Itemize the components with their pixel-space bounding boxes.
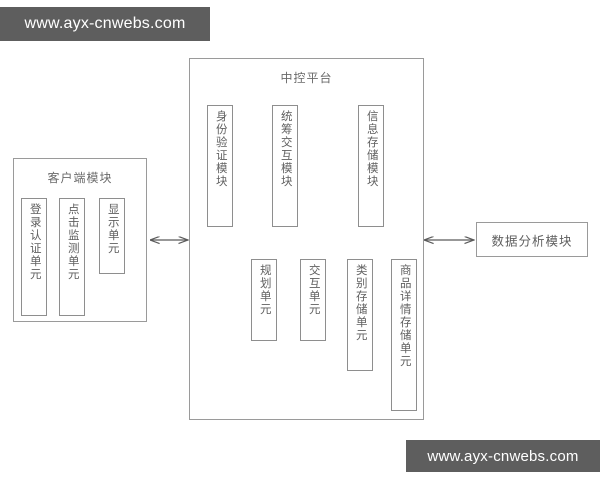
watermark-bottom: www.ayx-cnwebs.com <box>406 440 600 472</box>
control-platform-title: 中控平台 <box>280 71 333 85</box>
platform-module-information-storage[interactable]: 信息存储模块 <box>358 105 384 227</box>
platform-subunit-category-storage[interactable]: 类别存储单元 <box>347 259 373 371</box>
platform-module-information-storage-label: 信息存储模块 <box>365 110 378 188</box>
platform-subunit-planning-label: 规划单元 <box>258 264 271 316</box>
platform-subunit-product-detail-storage-label: 商品详情存储单元 <box>398 264 411 368</box>
platform-module-identity-verification[interactable]: 身份验证模块 <box>207 105 233 227</box>
platform-subunit-planning[interactable]: 规划单元 <box>251 259 277 341</box>
client-unit-login-auth[interactable]: 登录认证单元 <box>21 198 47 316</box>
client-module-title: 客户端模块 <box>47 171 113 185</box>
client-unit-login-auth-label: 登录认证单元 <box>28 203 41 281</box>
client-unit-click-monitor-label: 点击监测单元 <box>66 203 79 281</box>
platform-subunit-interaction-label: 交互单元 <box>307 264 320 316</box>
platform-module-coordination-interaction-label: 统筹交互模块 <box>279 110 292 188</box>
platform-subunit-product-detail-storage[interactable]: 商品详情存储单元 <box>391 259 417 411</box>
client-unit-display-label: 显示单元 <box>106 203 119 255</box>
platform-module-identity-verification-label: 身份验证模块 <box>214 110 227 188</box>
data-analysis-module[interactable]: 数据分析模块 <box>476 222 588 257</box>
watermark-top: www.ayx-cnwebs.com <box>0 7 210 41</box>
data-analysis-module-label: 数据分析模块 <box>491 234 573 248</box>
platform-subunit-interaction[interactable]: 交互单元 <box>300 259 326 341</box>
platform-module-coordination-interaction[interactable]: 统筹交互模块 <box>272 105 298 227</box>
platform-subunit-category-storage-label: 类别存储单元 <box>354 264 367 342</box>
client-unit-click-monitor[interactable]: 点击监测单元 <box>59 198 85 316</box>
client-unit-display[interactable]: 显示单元 <box>99 198 125 274</box>
